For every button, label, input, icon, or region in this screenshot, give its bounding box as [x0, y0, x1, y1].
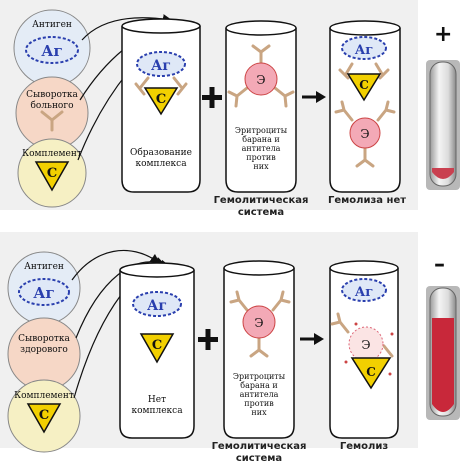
- tube1-complement-icon: С: [143, 87, 179, 116]
- svg-text:Комплемент: Комплемент: [14, 391, 74, 401]
- svg-text:антитела: антитела: [242, 144, 281, 153]
- svg-text:барана и: барана и: [242, 135, 279, 144]
- panel-positive: Антиген Аг Сыворотка больного Комплемент…: [0, 0, 460, 218]
- svg-text:С: С: [152, 338, 162, 353]
- svg-text:здорового: здорового: [20, 345, 68, 355]
- complement-circle: Комплемент С: [17, 138, 87, 208]
- diagram-negative: Антиген Аг Сыворотка здорового Комплемен…: [7, 249, 460, 464]
- tube3-lysed-erythrocyte-icon: Э: [330, 312, 394, 376]
- antigen-circle: Антиген Аг: [7, 251, 81, 325]
- hemolytic-caption-line1: Гемолитическая: [214, 195, 309, 206]
- plus-icon: [198, 329, 218, 350]
- photo-test-tube: [426, 60, 460, 190]
- complement-symbol: С: [47, 166, 57, 181]
- tube-complex: Аг С Образование комплекса: [121, 18, 201, 193]
- photo-test-tube: [426, 286, 460, 420]
- result-arrow-icon: [302, 91, 326, 103]
- svg-text:Э: Э: [360, 127, 369, 141]
- svg-text:С: С: [366, 365, 376, 379]
- svg-text:Нет: Нет: [148, 395, 166, 405]
- svg-text:антитела: антитела: [240, 390, 279, 399]
- complement-icon: С: [26, 403, 62, 434]
- tube1-antibody-icon: [134, 76, 188, 96]
- tube-result: Аг С Э: [329, 20, 401, 193]
- tube-liquid-small: [432, 168, 454, 179]
- result-sign: +: [434, 22, 453, 47]
- svg-text:Э: Э: [256, 73, 265, 87]
- antigen-icon: Аг: [25, 36, 79, 64]
- result-caption: Гемолиза нет: [328, 195, 406, 206]
- svg-text:Аг: Аг: [33, 284, 54, 302]
- tube1-caption-line1: Образование: [130, 147, 192, 158]
- tube3-antigen-icon: Аг: [341, 36, 387, 60]
- svg-text:них: них: [251, 408, 267, 417]
- svg-text:Аг: Аг: [355, 285, 374, 300]
- hemolytic-caption-line2: система: [238, 207, 284, 218]
- svg-text:Эритроциты: Эритроциты: [235, 126, 288, 135]
- svg-text:Аг: Аг: [355, 43, 374, 58]
- serum-label-line1: Сыворотка: [26, 90, 78, 100]
- svg-text:Антиген: Антиген: [24, 262, 64, 272]
- serum-label-line2: больного: [30, 100, 73, 111]
- antibody-icon: [40, 110, 64, 132]
- tube3-antibody-icon: [338, 62, 390, 80]
- svg-text:против: против: [244, 399, 274, 408]
- svg-text:Эритроциты: Эритроциты: [233, 372, 286, 381]
- svg-text:Сыворотка: Сыворотка: [18, 334, 70, 344]
- result-sign: –: [434, 252, 445, 277]
- antigen-icon: Аг: [18, 278, 70, 306]
- plus-icon: [202, 87, 222, 108]
- serum-circle: Сыворотка больного: [15, 76, 89, 150]
- complement-icon: С: [34, 161, 70, 192]
- svg-text:Аг: Аг: [147, 298, 167, 314]
- tube2-erythrocyte-icon: Э: [227, 44, 295, 108]
- tube1-antigen-icon: Аг: [132, 291, 182, 317]
- tube3-complement-icon: С: [350, 357, 392, 390]
- svg-text:барана и: барана и: [240, 381, 277, 390]
- tube1-caption-line2: комплекса: [135, 159, 187, 169]
- diagram-positive: Антиген Аг Сыворотка больного Комплемент…: [13, 9, 460, 218]
- svg-text:С: С: [156, 92, 166, 107]
- complement-label: Комплемент: [22, 149, 82, 159]
- svg-text:Гемолитическая: Гемолитическая: [212, 441, 307, 452]
- tube1-antigen-icon: Аг: [136, 51, 186, 77]
- svg-text:система: система: [236, 453, 282, 464]
- svg-text:комплекса: комплекса: [131, 406, 183, 416]
- tube2-erythrocyte-icon: Э: [229, 290, 291, 358]
- svg-text:Э: Э: [361, 338, 370, 352]
- tube3-complement-icon: С: [346, 73, 382, 102]
- svg-text:против: против: [246, 153, 276, 162]
- complement-circle: Комплемент С: [7, 379, 81, 453]
- tube-liquid-full: [432, 318, 454, 412]
- serum-circle: Сыворотка здорового: [7, 317, 81, 391]
- svg-text:Аг: Аг: [151, 58, 171, 74]
- svg-text:С: С: [39, 408, 49, 423]
- result-arrow-icon: [300, 333, 324, 345]
- tube1-complement-icon: С: [139, 333, 175, 364]
- tube-no-complex: Аг С Нет комплекса: [119, 262, 195, 439]
- svg-text:Гемолиз: Гемолиз: [340, 441, 389, 452]
- antigen-label: Антиген: [32, 20, 72, 30]
- antigen-circle: Антиген Аг: [13, 9, 91, 87]
- tube-result: Аг Э С: [329, 260, 399, 439]
- antigen-symbol: Аг: [41, 42, 62, 60]
- tube3-erythrocyte-icon: Э: [334, 100, 396, 168]
- svg-text:С: С: [359, 78, 369, 92]
- tube-hemolytic-system: Э Эритроциты барана и антитела против ни…: [225, 20, 297, 193]
- svg-text:Э: Э: [254, 316, 263, 330]
- svg-text:них: них: [253, 162, 269, 171]
- tube-hemolytic-system: Э Эритроциты барана и антитела против ни…: [223, 260, 295, 439]
- tube3-antigen-icon: Аг: [341, 278, 387, 302]
- panel-negative: Антиген Аг Сыворотка здорового Комплемен…: [0, 232, 474, 476]
